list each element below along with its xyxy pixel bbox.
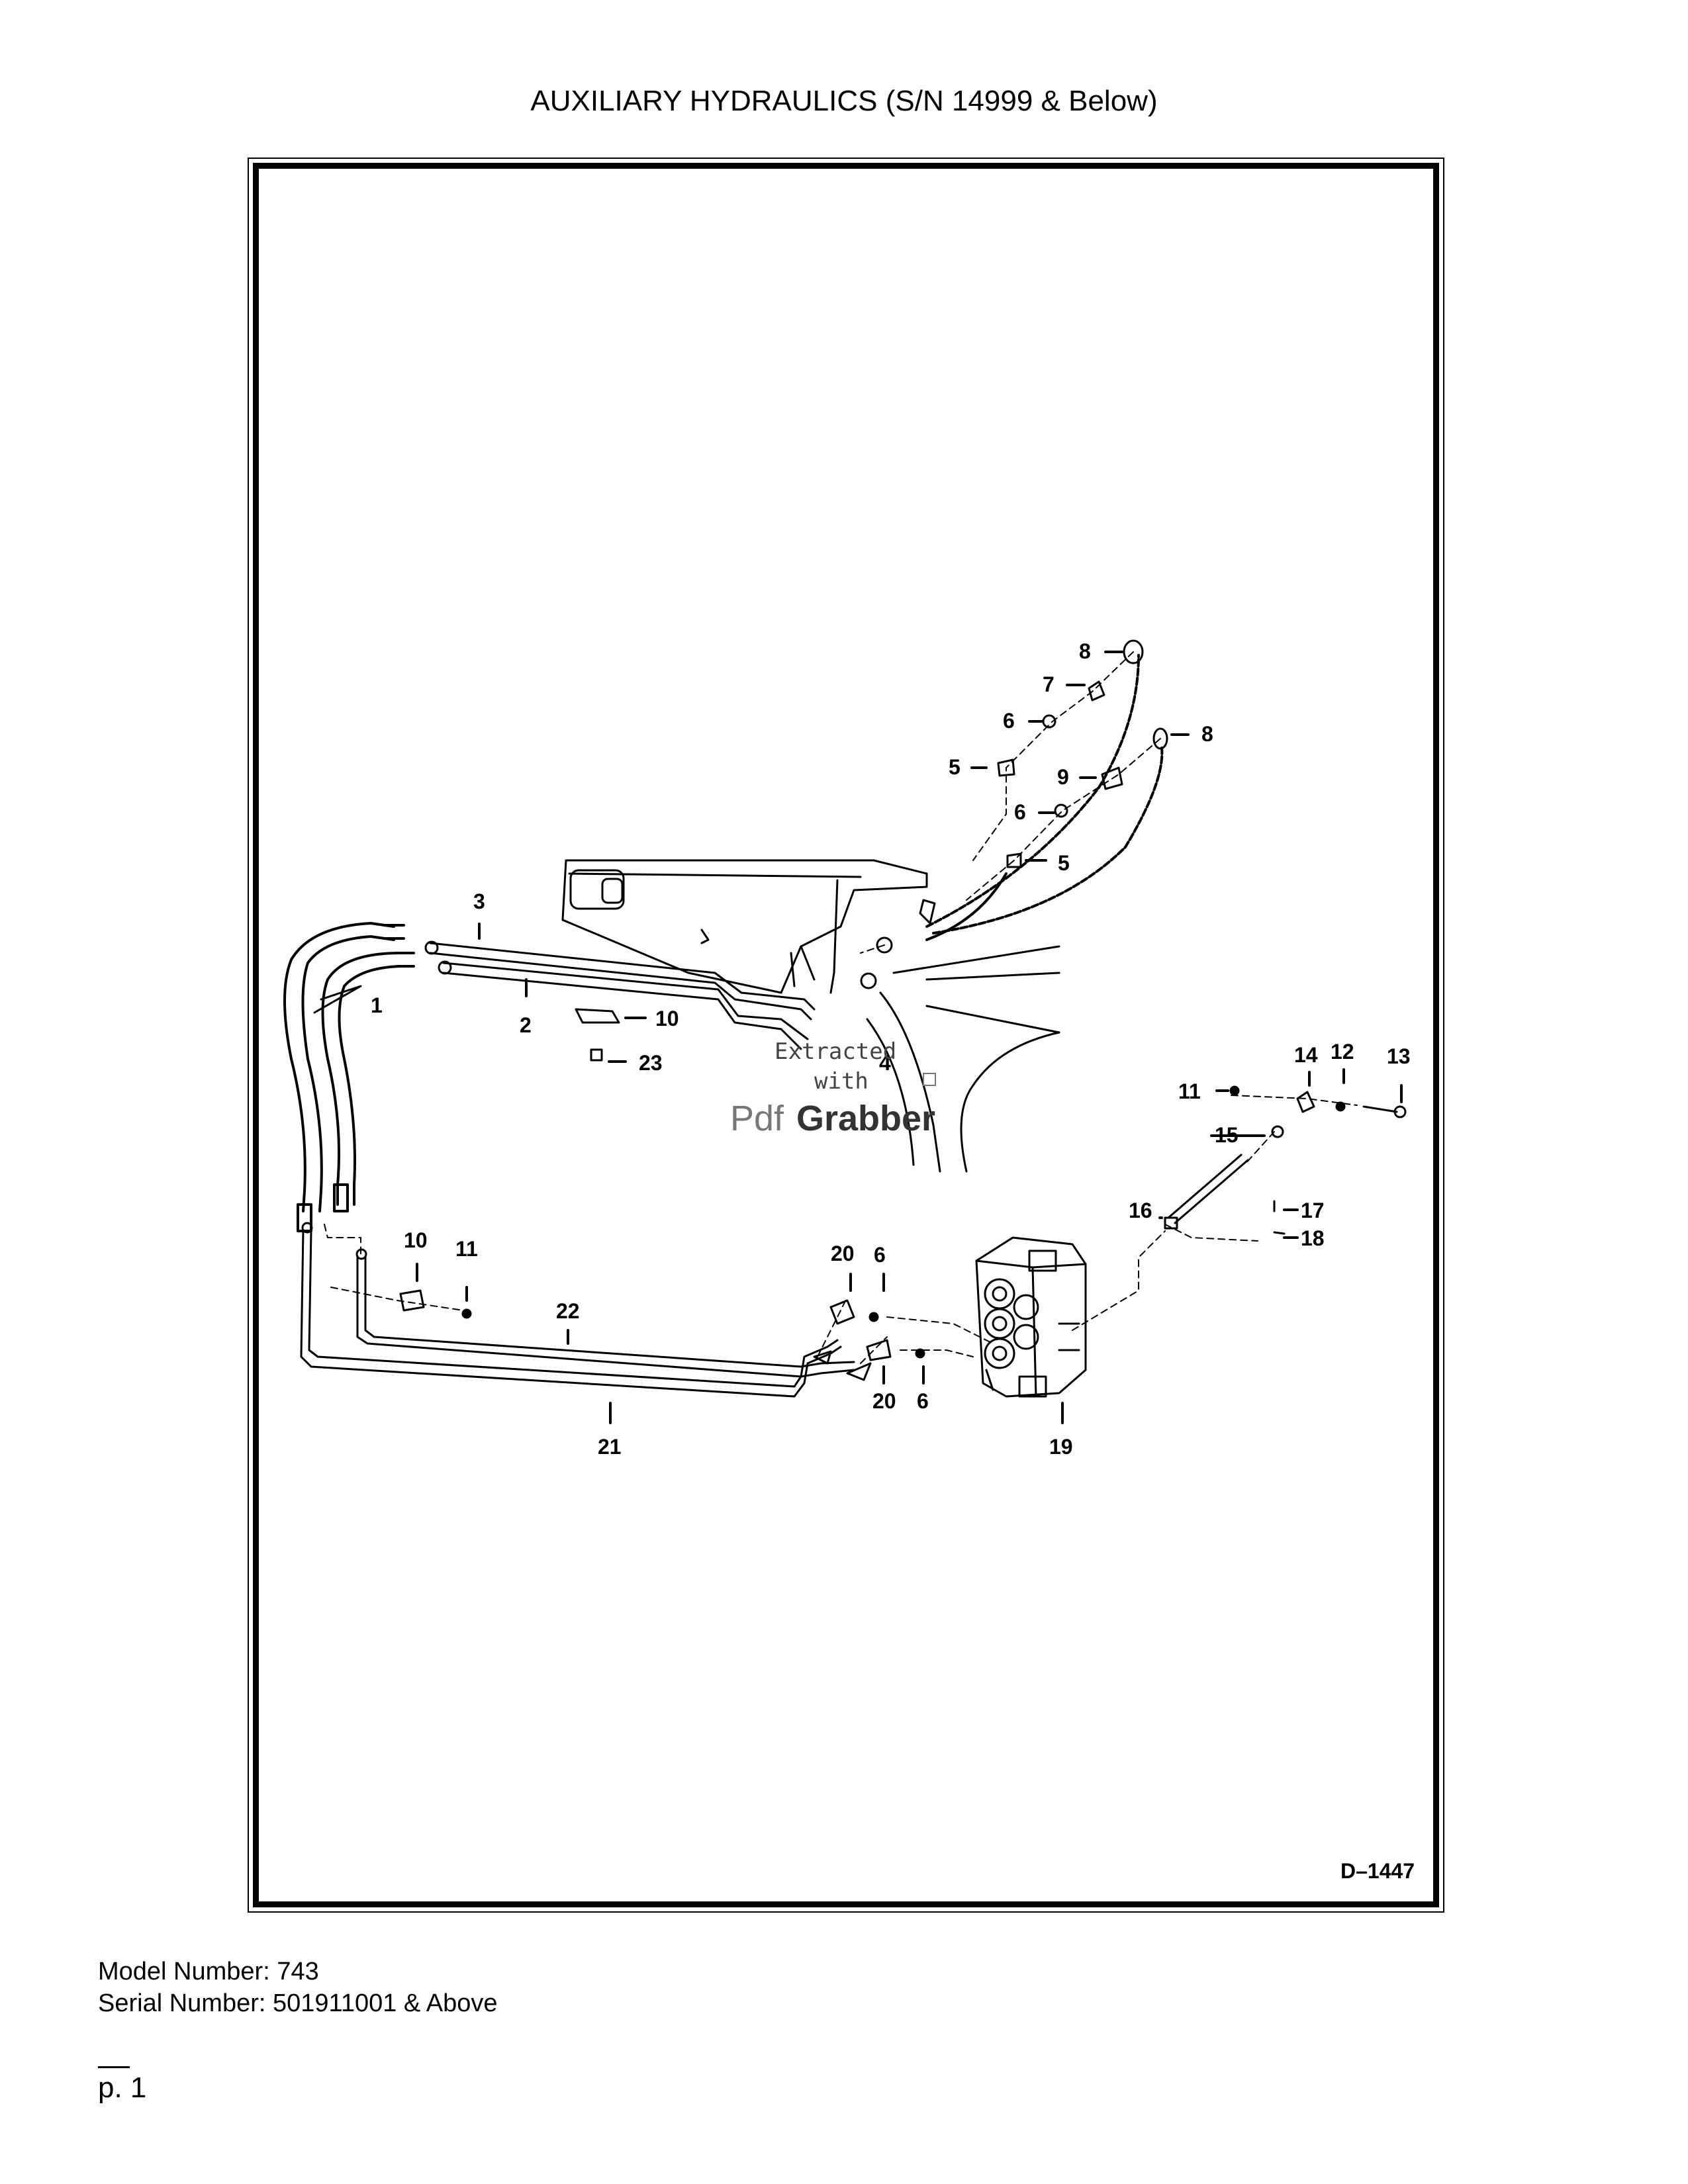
control-valve [975, 1236, 1087, 1398]
callout-20a: 20 [831, 1242, 855, 1265]
page-number: p. 1 [98, 2071, 147, 2104]
diagram-frame-outer [248, 158, 1444, 1913]
callout-11b: 11 [455, 1237, 478, 1261]
model-number: Model Number: 743 [98, 1958, 319, 1985]
watermark: Extracted with Pdf Grabber [730, 1038, 936, 1138]
callout-leaders [416, 651, 1403, 1424]
valve-linkage [1164, 1085, 1407, 1235]
callout-10a: 10 [655, 1007, 679, 1030]
watermark-line2: with [814, 1068, 868, 1095]
callout-11a: 11 [1178, 1079, 1201, 1103]
callout-6a: 6 [1003, 709, 1015, 733]
watermark-brand-b: Grabber [796, 1099, 935, 1138]
callout-16: 16 [1129, 1199, 1152, 1222]
watermark-brand-a: Pdf [730, 1099, 784, 1138]
page-title: AUXILIARY HYDRAULICS (S/N 14999 & Below) [530, 85, 1158, 117]
callout-9: 9 [1057, 765, 1069, 789]
callout-6c: 6 [874, 1243, 886, 1267]
valve-fittings [829, 1299, 925, 1361]
drawing-number: D–1447 [1340, 1859, 1415, 1883]
assembly-lines [860, 651, 1161, 954]
coupler-hoses [925, 654, 1164, 941]
callout-1: 1 [371, 993, 383, 1017]
callout-17: 17 [1301, 1199, 1325, 1222]
callout-8a: 8 [1079, 639, 1091, 663]
callout-8b: 8 [1201, 722, 1213, 746]
loader-frame-outline [866, 945, 1060, 1173]
callout-6d: 6 [917, 1389, 929, 1413]
leader-1 [313, 985, 362, 1014]
serial-number: Serial Number: 501911001 & Above [98, 1989, 498, 2017]
coupler-fittings [860, 639, 1168, 989]
callout-7: 7 [1043, 672, 1055, 696]
callout-22: 22 [556, 1299, 580, 1323]
callout-5a: 5 [949, 755, 961, 779]
callout-15: 15 [1215, 1123, 1239, 1147]
tube-clamp [575, 1008, 620, 1062]
callout-4: 4 [879, 1051, 891, 1075]
callout-labels: 1 2 3 4 5 5 6 6 6 6 7 8 8 9 10 10 11 11 … [371, 639, 1411, 1459]
lower-tubes [300, 1222, 872, 1398]
diagram-frame [253, 163, 1439, 1907]
callout-18: 18 [1301, 1226, 1325, 1250]
callout-21: 21 [598, 1435, 622, 1459]
callout-2: 2 [520, 1013, 532, 1037]
callout-13: 13 [1387, 1044, 1411, 1068]
callout-19: 19 [1049, 1435, 1073, 1459]
lower-clamp [399, 1289, 472, 1319]
callout-10b: 10 [404, 1228, 428, 1252]
callout-14: 14 [1294, 1043, 1318, 1067]
callout-6b: 6 [1014, 800, 1026, 824]
callout-20b: 20 [872, 1389, 896, 1413]
callout-23: 23 [639, 1051, 663, 1075]
watermark-line1: Extracted [774, 1038, 896, 1065]
callout-12: 12 [1331, 1040, 1354, 1064]
callout-3: 3 [473, 889, 485, 913]
callout-5b: 5 [1058, 851, 1070, 875]
valve-bracket [561, 859, 928, 994]
upper-tubes [424, 940, 816, 1050]
hose-assembly [283, 922, 415, 1232]
footer-divider [98, 2066, 130, 2068]
